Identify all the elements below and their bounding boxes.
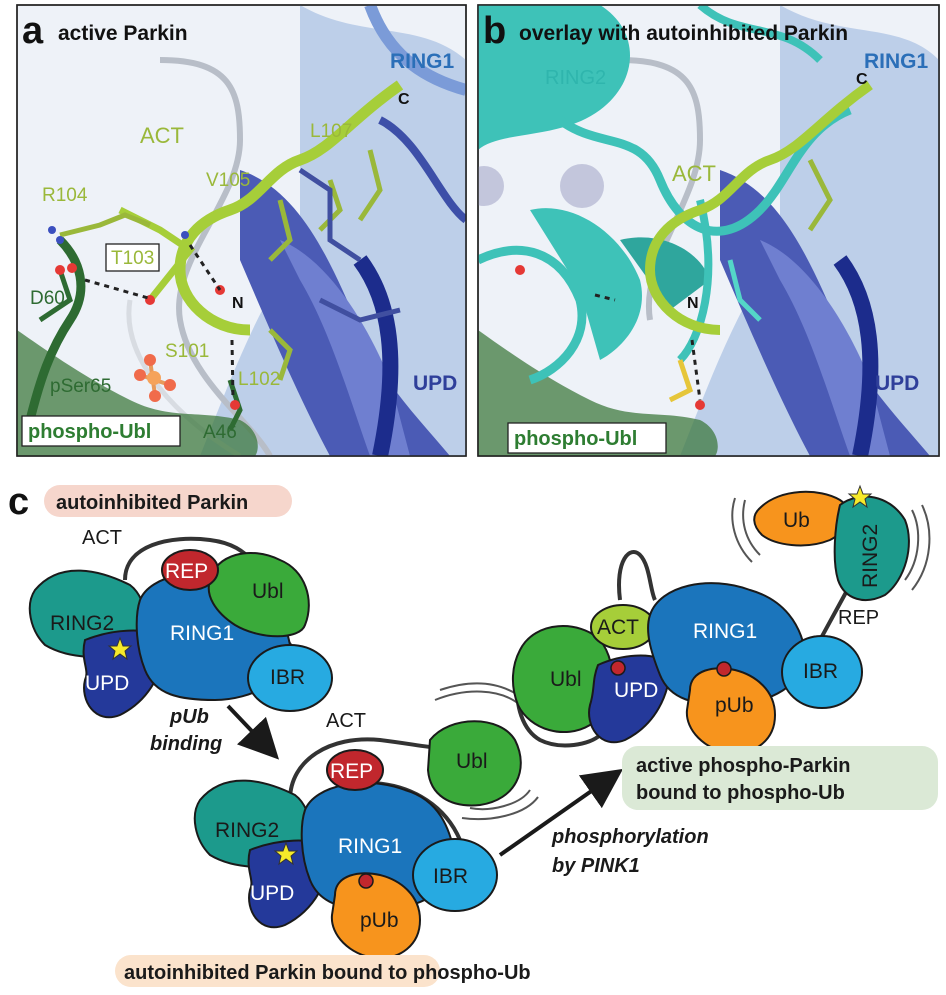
state3-ub [753, 490, 850, 547]
state3-upd-label: UPD [614, 679, 658, 702]
state3-title-line2: bound to phospho-Ub [636, 782, 845, 804]
panel-b-act-label: ACT [672, 161, 716, 186]
panel-b-title: overlay with autoinhibited Parkin [519, 22, 848, 45]
state3-ibr-label: IBR [803, 660, 838, 683]
panel-b-phospho-ubl-label: phospho-Ubl [514, 428, 637, 450]
state3-ubl-phosphate-icon [610, 660, 626, 676]
panel-a-letter: a [22, 10, 44, 52]
panel-c-letter: c [8, 481, 29, 523]
state-bound-phospho-ub: ACT REP Ubl RING2 RING1 UPD IBR pUb auto [115, 682, 539, 987]
state2-ibr [412, 838, 498, 912]
state3-pub-label: pUb [715, 694, 754, 717]
state1-ibr-label: IBR [270, 666, 305, 689]
panel-a-act-label: ACT [140, 123, 184, 148]
arrow-phosphorylation: phosphorylation by PINK1 [498, 768, 709, 877]
arrow1-label-line2: binding [150, 733, 222, 755]
state2-rep [326, 749, 384, 791]
state1-ubl-label: Ubl [252, 580, 284, 603]
state1-rep-label: REP [165, 560, 208, 583]
arrow-pub-binding: pUb binding [150, 704, 280, 760]
state2-pub [330, 872, 422, 960]
state1-ring1-label: RING1 [170, 622, 234, 645]
state1-rep [161, 549, 219, 591]
residue-t103: T103 [111, 248, 154, 269]
state3-ub-label: Ub [783, 509, 810, 532]
state2-ubl [426, 720, 522, 807]
residue-v105: V105 [206, 170, 250, 191]
state2-phosphate-icon [358, 873, 374, 889]
panel-b-n-terminus: N [687, 295, 699, 312]
state3-ring2 [833, 495, 910, 601]
state1-title: autoinhibited Parkin [56, 492, 248, 514]
state-autoinhibited: autoinhibited Parkin ACT REP Ubl RING2 R… [28, 485, 333, 719]
state2-active-site-star-icon [273, 841, 299, 866]
state1-ubl [207, 551, 310, 638]
residue-pser65: pSer65 [50, 376, 111, 397]
state3-ubl-label: Ubl [550, 668, 582, 691]
phosphoserine-ball-and-stick [134, 354, 176, 402]
state2-ring2-label: RING2 [215, 819, 279, 842]
state3-ibr [781, 635, 863, 709]
arrow2-label-line2: by PINK1 [552, 855, 640, 877]
state1-title-bg [44, 485, 292, 517]
zinc-ion [560, 164, 604, 208]
panel-a-phospho-ubl-label: phospho-Ubl [28, 421, 151, 443]
arrow2-label-line1: phosphorylation [551, 826, 709, 848]
state1-active-site-star-icon [107, 636, 133, 661]
state3-rep-linker [818, 584, 852, 641]
state1-ibr [247, 644, 333, 712]
panel-a-n-terminus: N [232, 295, 244, 312]
state3-rep-label: REP [838, 607, 879, 629]
t103-label-box [105, 243, 160, 272]
state1-upd-label: UPD [85, 672, 129, 695]
residue-a46: A46 [203, 422, 237, 443]
state3-act-label: ACT [597, 616, 639, 639]
state-active-phospho-parkin: ACT Ubl UPD RING1 IBR pUb Ub RING2 REP a… [512, 484, 938, 810]
residue-r104: R104 [42, 185, 88, 206]
state2-title: autoinhibited Parkin bound to phospho-Ub [124, 962, 531, 984]
state1-ring2-label: RING2 [50, 612, 114, 635]
state2-title-bg [115, 955, 440, 987]
residue-l102: L102 [238, 369, 280, 390]
panel-a-ring1-label: RING1 [390, 50, 455, 73]
state2-rep-label: REP [330, 760, 373, 783]
panel-a: a active Parkin RING1 C ACT L107 V105 R1… [16, 4, 467, 457]
panel-b: b overlay with autoinhibited Parkin RING… [477, 4, 940, 457]
state1-act-label: ACT [82, 527, 122, 549]
panel-a-title: active Parkin [58, 22, 188, 45]
panel-b-upd-label: UPD [875, 372, 919, 395]
state3-upd [588, 654, 672, 744]
panel-b-letter: b [483, 10, 506, 52]
state3-title-line1: active phospho-Parkin [636, 755, 851, 777]
panel-b-phospho-ubl-box [507, 422, 667, 454]
panel-b-ring1-label: RING1 [864, 50, 929, 73]
arrow1-label-line1: pUb [169, 706, 209, 728]
panel-a-c-terminus: C [398, 91, 410, 108]
panel-b-c-terminus: C [856, 71, 868, 88]
state3-pub-phosphate-icon [716, 661, 732, 677]
state3-ring1-label: RING1 [693, 620, 757, 643]
hydrogen-bonds [84, 244, 235, 401]
state2-act-label: ACT [326, 710, 366, 732]
state2-ring1-label: RING1 [338, 835, 402, 858]
residue-l107: L107 [310, 121, 352, 142]
panel-a-upd-label: UPD [413, 372, 457, 395]
state3-act-linker [617, 550, 657, 601]
hydrogen-bond [690, 339, 702, 401]
state2-ubl-label: Ubl [456, 750, 488, 773]
state3-title-bg [622, 746, 938, 810]
state2-ibr-label: IBR [433, 865, 468, 888]
panel-b-ring2-label: RING2 [545, 67, 606, 89]
state2-pub-label: pUb [360, 909, 399, 932]
state3-ring2-label: RING2 [859, 524, 882, 588]
phospho-ubl-label-box [21, 415, 181, 447]
state3-active-site-star-icon [847, 484, 873, 509]
residue-d60: D60 [30, 288, 65, 309]
zinc-ion [478, 166, 504, 206]
state2-upd-label: UPD [250, 882, 294, 905]
residue-s101: S101 [165, 341, 209, 362]
panel-c: c autoinhibited Parkin ACT REP Ubl RING2… [8, 481, 938, 987]
